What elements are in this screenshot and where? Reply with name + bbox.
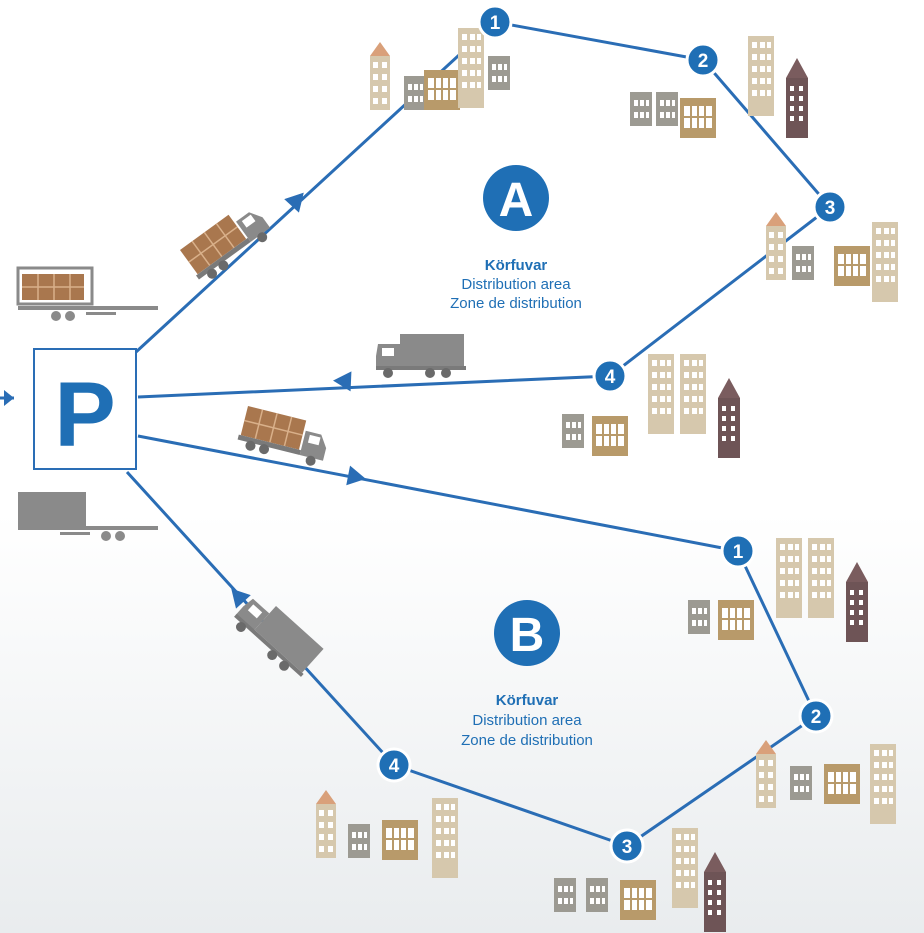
area-b-badge bbox=[494, 600, 560, 666]
area-b-title: Körfuvar bbox=[496, 692, 559, 709]
trailer-loaded bbox=[16, 266, 158, 321]
city-cluster-a4 bbox=[562, 354, 740, 458]
area-b-badge-text: B bbox=[510, 609, 545, 662]
area-a-label: A Körfuvar Distribution area Zone de dis… bbox=[450, 165, 582, 312]
svg-text:2: 2 bbox=[698, 51, 709, 72]
area-a-title: Körfuvar bbox=[485, 257, 548, 274]
arrow-out-b bbox=[346, 465, 366, 486]
area-a-badge bbox=[483, 165, 549, 231]
truck-empty-return-a bbox=[376, 334, 466, 378]
depot: P bbox=[33, 348, 137, 470]
stop-b-2: 2 bbox=[798, 698, 834, 734]
arrow-incoming bbox=[4, 390, 14, 406]
stop-a-1: 1 bbox=[477, 4, 513, 40]
stop-a-3: 3 bbox=[812, 189, 848, 225]
stop-a-2: 2 bbox=[685, 42, 721, 78]
city-cluster-b4 bbox=[316, 790, 458, 878]
area-b-subtitle-en: Distribution area bbox=[472, 712, 582, 729]
trailer-empty bbox=[18, 492, 158, 541]
area-a-subtitle-fr: Zone de distribution bbox=[450, 295, 582, 312]
city-cluster-b1 bbox=[688, 538, 868, 642]
truck-loaded-outbound-a bbox=[177, 198, 276, 287]
area-a-subtitle-en: Distribution area bbox=[461, 276, 571, 293]
arrow-out-a bbox=[284, 192, 304, 213]
svg-text:3: 3 bbox=[622, 837, 633, 858]
city-cluster-a3 bbox=[766, 212, 898, 302]
svg-text:2: 2 bbox=[811, 707, 822, 728]
stop-b-4: 4 bbox=[376, 747, 412, 783]
svg-text:4: 4 bbox=[389, 756, 400, 777]
depot-label: P bbox=[54, 364, 115, 466]
svg-text:1: 1 bbox=[733, 542, 744, 563]
stop-b-1: 1 bbox=[720, 533, 756, 569]
depot-box bbox=[33, 348, 137, 470]
arrow-in-b bbox=[231, 588, 251, 609]
truck-return-b bbox=[228, 589, 326, 683]
area-a-badge-text: A bbox=[499, 174, 534, 227]
truck-loaded-outbound-b bbox=[234, 404, 333, 470]
svg-text:3: 3 bbox=[825, 198, 836, 219]
arrow-in-a bbox=[333, 371, 352, 392]
route-b-line bbox=[125, 434, 818, 848]
city-cluster-a1 bbox=[370, 28, 510, 110]
svg-text:1: 1 bbox=[490, 13, 501, 34]
area-b-label: B Körfuvar Distribution area Zone de dis… bbox=[461, 600, 593, 749]
svg-text:4: 4 bbox=[605, 367, 616, 388]
stop-b-3: 3 bbox=[609, 828, 645, 864]
route-arrows bbox=[4, 192, 366, 609]
city-cluster-b2 bbox=[756, 740, 896, 824]
area-b-subtitle-fr: Zone de distribution bbox=[461, 732, 593, 749]
stop-a-4: 4 bbox=[592, 358, 628, 394]
